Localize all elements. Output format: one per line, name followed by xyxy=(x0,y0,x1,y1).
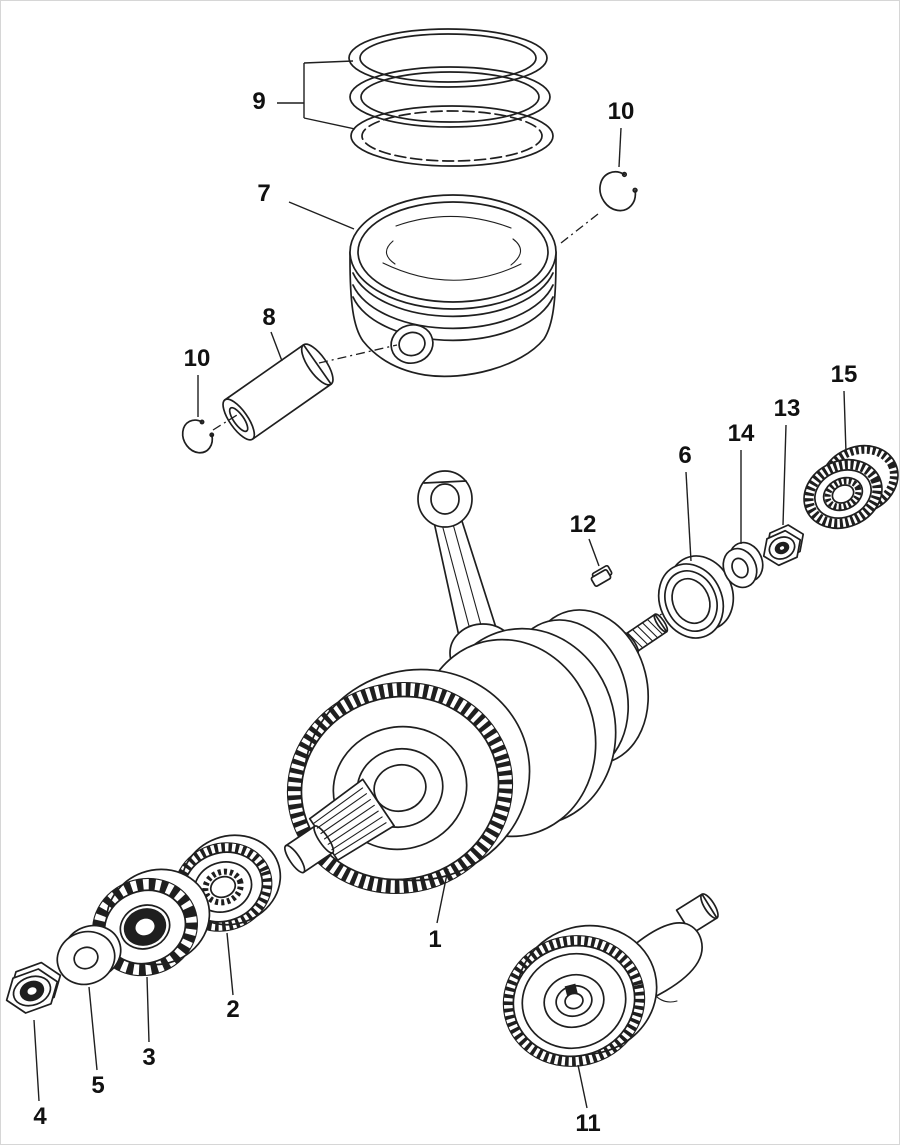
part-callout-10-top: 10 xyxy=(605,98,637,125)
piston-rings-drawing xyxy=(348,28,554,167)
washer-5-drawing xyxy=(56,924,122,986)
gear-2-drawing xyxy=(173,834,282,932)
crankshaft-drawing xyxy=(284,470,669,895)
bearing-15-drawing xyxy=(803,444,899,530)
nut-13-drawing xyxy=(762,524,805,567)
leader-lines xyxy=(33,60,847,1109)
part-callout-15: 15 xyxy=(828,361,860,388)
part-callout-12: 12 xyxy=(567,511,599,538)
part-callout-3: 3 xyxy=(140,1044,158,1071)
spacer-collar-drawing xyxy=(657,555,735,639)
part-callout-9: 9 xyxy=(250,88,268,115)
nut-4-drawing xyxy=(5,961,62,1014)
part-callout-7: 7 xyxy=(255,180,273,207)
circlip-left-drawing xyxy=(181,419,215,454)
piston-pin-drawing xyxy=(222,343,334,441)
part-callout-5: 5 xyxy=(89,1072,107,1099)
part-callout-11: 11 xyxy=(573,1110,603,1137)
piston-drawing xyxy=(349,194,557,378)
part-callout-14: 14 xyxy=(725,420,757,447)
gear-3-drawing xyxy=(92,868,211,977)
balancer-gear-drawing xyxy=(502,893,719,1067)
part-callout-13: 13 xyxy=(771,395,803,422)
circlip-top-drawing xyxy=(599,170,638,212)
part-callout-2: 2 xyxy=(224,996,242,1023)
woodruff-key-drawing xyxy=(590,564,613,587)
part-callout-6: 6 xyxy=(676,442,694,469)
part-callout-4: 4 xyxy=(31,1103,49,1130)
washer-14-drawing xyxy=(722,541,764,589)
part-callout-10-left: 10 xyxy=(181,345,213,372)
crank-left-shaft xyxy=(284,778,395,874)
part-callout-1: 1 xyxy=(426,926,444,953)
part-callout-8: 8 xyxy=(260,304,278,331)
